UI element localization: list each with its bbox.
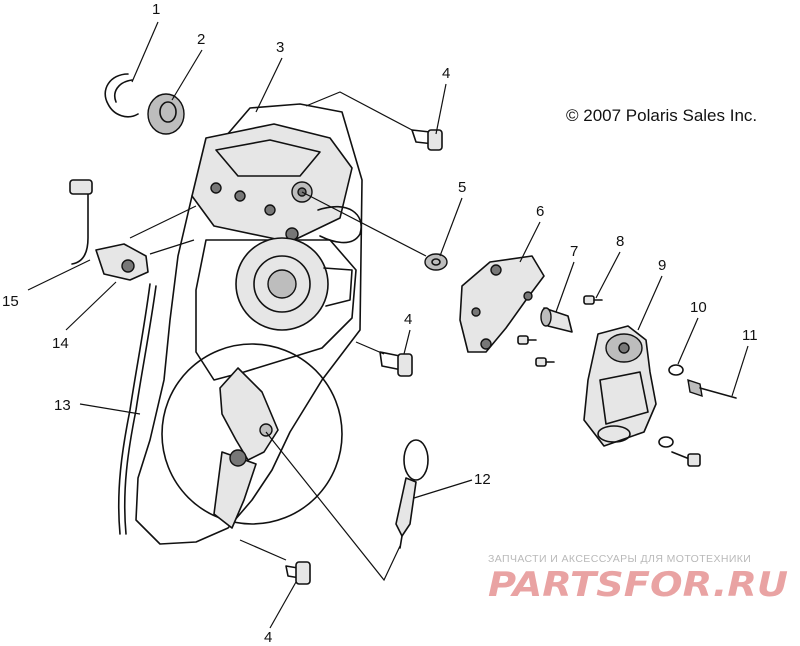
seal-outer — [147, 93, 185, 135]
lever-pin — [259, 423, 273, 437]
screw-b — [517, 335, 537, 345]
callout-4-mid: 4 — [404, 311, 412, 328]
seal-inner — [159, 101, 177, 123]
actuator-can-end — [597, 425, 631, 443]
mount-bracket — [459, 255, 545, 353]
leader-4-mid-fan — [355, 341, 385, 355]
leader-12 — [413, 479, 473, 499]
leader-14 — [65, 281, 117, 331]
dipstick-body — [395, 477, 417, 537]
leader-8 — [595, 251, 621, 299]
bracket-hole — [490, 264, 502, 276]
callout-7: 7 — [570, 243, 578, 260]
speed-sensor — [95, 243, 149, 281]
callout-4-top: 4 — [442, 65, 450, 82]
sensor-port — [121, 259, 135, 273]
lever-pivot — [229, 449, 247, 467]
leader-shared-bottom — [265, 431, 401, 582]
bracket-hole — [523, 291, 533, 301]
cover-window-ring — [161, 343, 343, 525]
callout-10: 10 — [690, 299, 707, 316]
callout-6: 6 — [536, 203, 544, 220]
leader-5 — [439, 197, 463, 257]
bracket-hole — [480, 338, 492, 350]
gearbox-housing — [191, 123, 353, 243]
washer-small — [668, 364, 684, 376]
leader-2 — [171, 49, 203, 101]
callout-13: 13 — [54, 397, 71, 414]
harness-connector — [69, 179, 93, 195]
actuator-can — [599, 371, 649, 425]
callout-15: 15 — [2, 293, 19, 310]
leader-4-top-fan — [305, 91, 413, 131]
callout-1: 1 — [152, 1, 160, 18]
callout-8: 8 — [616, 233, 624, 250]
lever-arm — [219, 367, 279, 461]
washer-small — [658, 436, 674, 448]
leader-4-bottom — [269, 581, 297, 629]
snap-ring — [104, 73, 139, 118]
housing-bolt-hole — [234, 190, 246, 202]
watermark-tagline: ЗАПЧАСТИ И АКСЕССУАРЫ ДЛЯ МОТОТЕХНИКИ — [488, 553, 752, 565]
leader-1 — [131, 21, 159, 83]
actuator-port — [317, 205, 362, 244]
washer — [424, 253, 448, 271]
leader-3 — [255, 57, 283, 113]
dipstick-handle — [403, 439, 429, 481]
leader-4-mid — [403, 329, 411, 355]
snap-ring-inner — [114, 79, 133, 103]
callout-14: 14 — [52, 335, 69, 352]
leader-4-bottom-fan — [239, 539, 287, 561]
bracket-hole — [471, 307, 481, 317]
actuator-bolt-lower — [671, 451, 701, 467]
gasket-strip-edge — [117, 283, 151, 535]
gasket-strip — [123, 285, 157, 535]
motor-drum-mid — [253, 255, 311, 313]
callout-11: 11 — [742, 327, 758, 344]
cover-inner-outline — [195, 239, 357, 381]
watermark-logo-text: PARTSFOR.RU — [488, 565, 788, 604]
leader-4-top — [435, 83, 447, 135]
bolt-bottom — [285, 561, 311, 585]
callout-5: 5 — [458, 179, 466, 196]
leader-15 — [27, 259, 91, 291]
copyright-notice: © 2007 Polaris Sales Inc. — [566, 106, 758, 125]
leader-10 — [677, 317, 699, 365]
watermark-logo: PARTSFOR.RU — [488, 565, 788, 604]
side-vent — [323, 267, 353, 307]
lever-arm-lower — [213, 451, 257, 529]
leader-9 — [637, 275, 663, 331]
wire-harness — [71, 185, 89, 265]
callout-12: 12 — [474, 471, 491, 488]
housing-bolt-hole — [210, 182, 222, 194]
washer-hole — [431, 258, 441, 266]
callout-4-bottom: 4 — [264, 629, 272, 646]
bolt-top — [411, 129, 443, 151]
leader-sensor-fan — [129, 205, 197, 255]
screw-a — [583, 295, 603, 305]
screw-c — [535, 357, 555, 367]
leader-13 — [79, 403, 141, 415]
leader-6 — [519, 221, 541, 263]
callout-2: 2 — [197, 31, 205, 48]
callout-9: 9 — [658, 257, 666, 274]
motor-drum-inner — [267, 269, 297, 299]
callout-3: 3 — [276, 39, 284, 56]
housing-bolt-hole — [264, 204, 276, 216]
dipstick-tip — [399, 535, 403, 549]
leader-5-fan — [301, 191, 427, 257]
actuator-bolt-upper — [687, 378, 737, 399]
gearbox-top-face — [215, 139, 321, 177]
leader-7 — [555, 261, 575, 313]
bolt-middle — [379, 351, 413, 377]
leader-11 — [731, 345, 749, 397]
actuator-shaft — [618, 342, 630, 354]
shaft-spacer-end — [540, 307, 552, 327]
